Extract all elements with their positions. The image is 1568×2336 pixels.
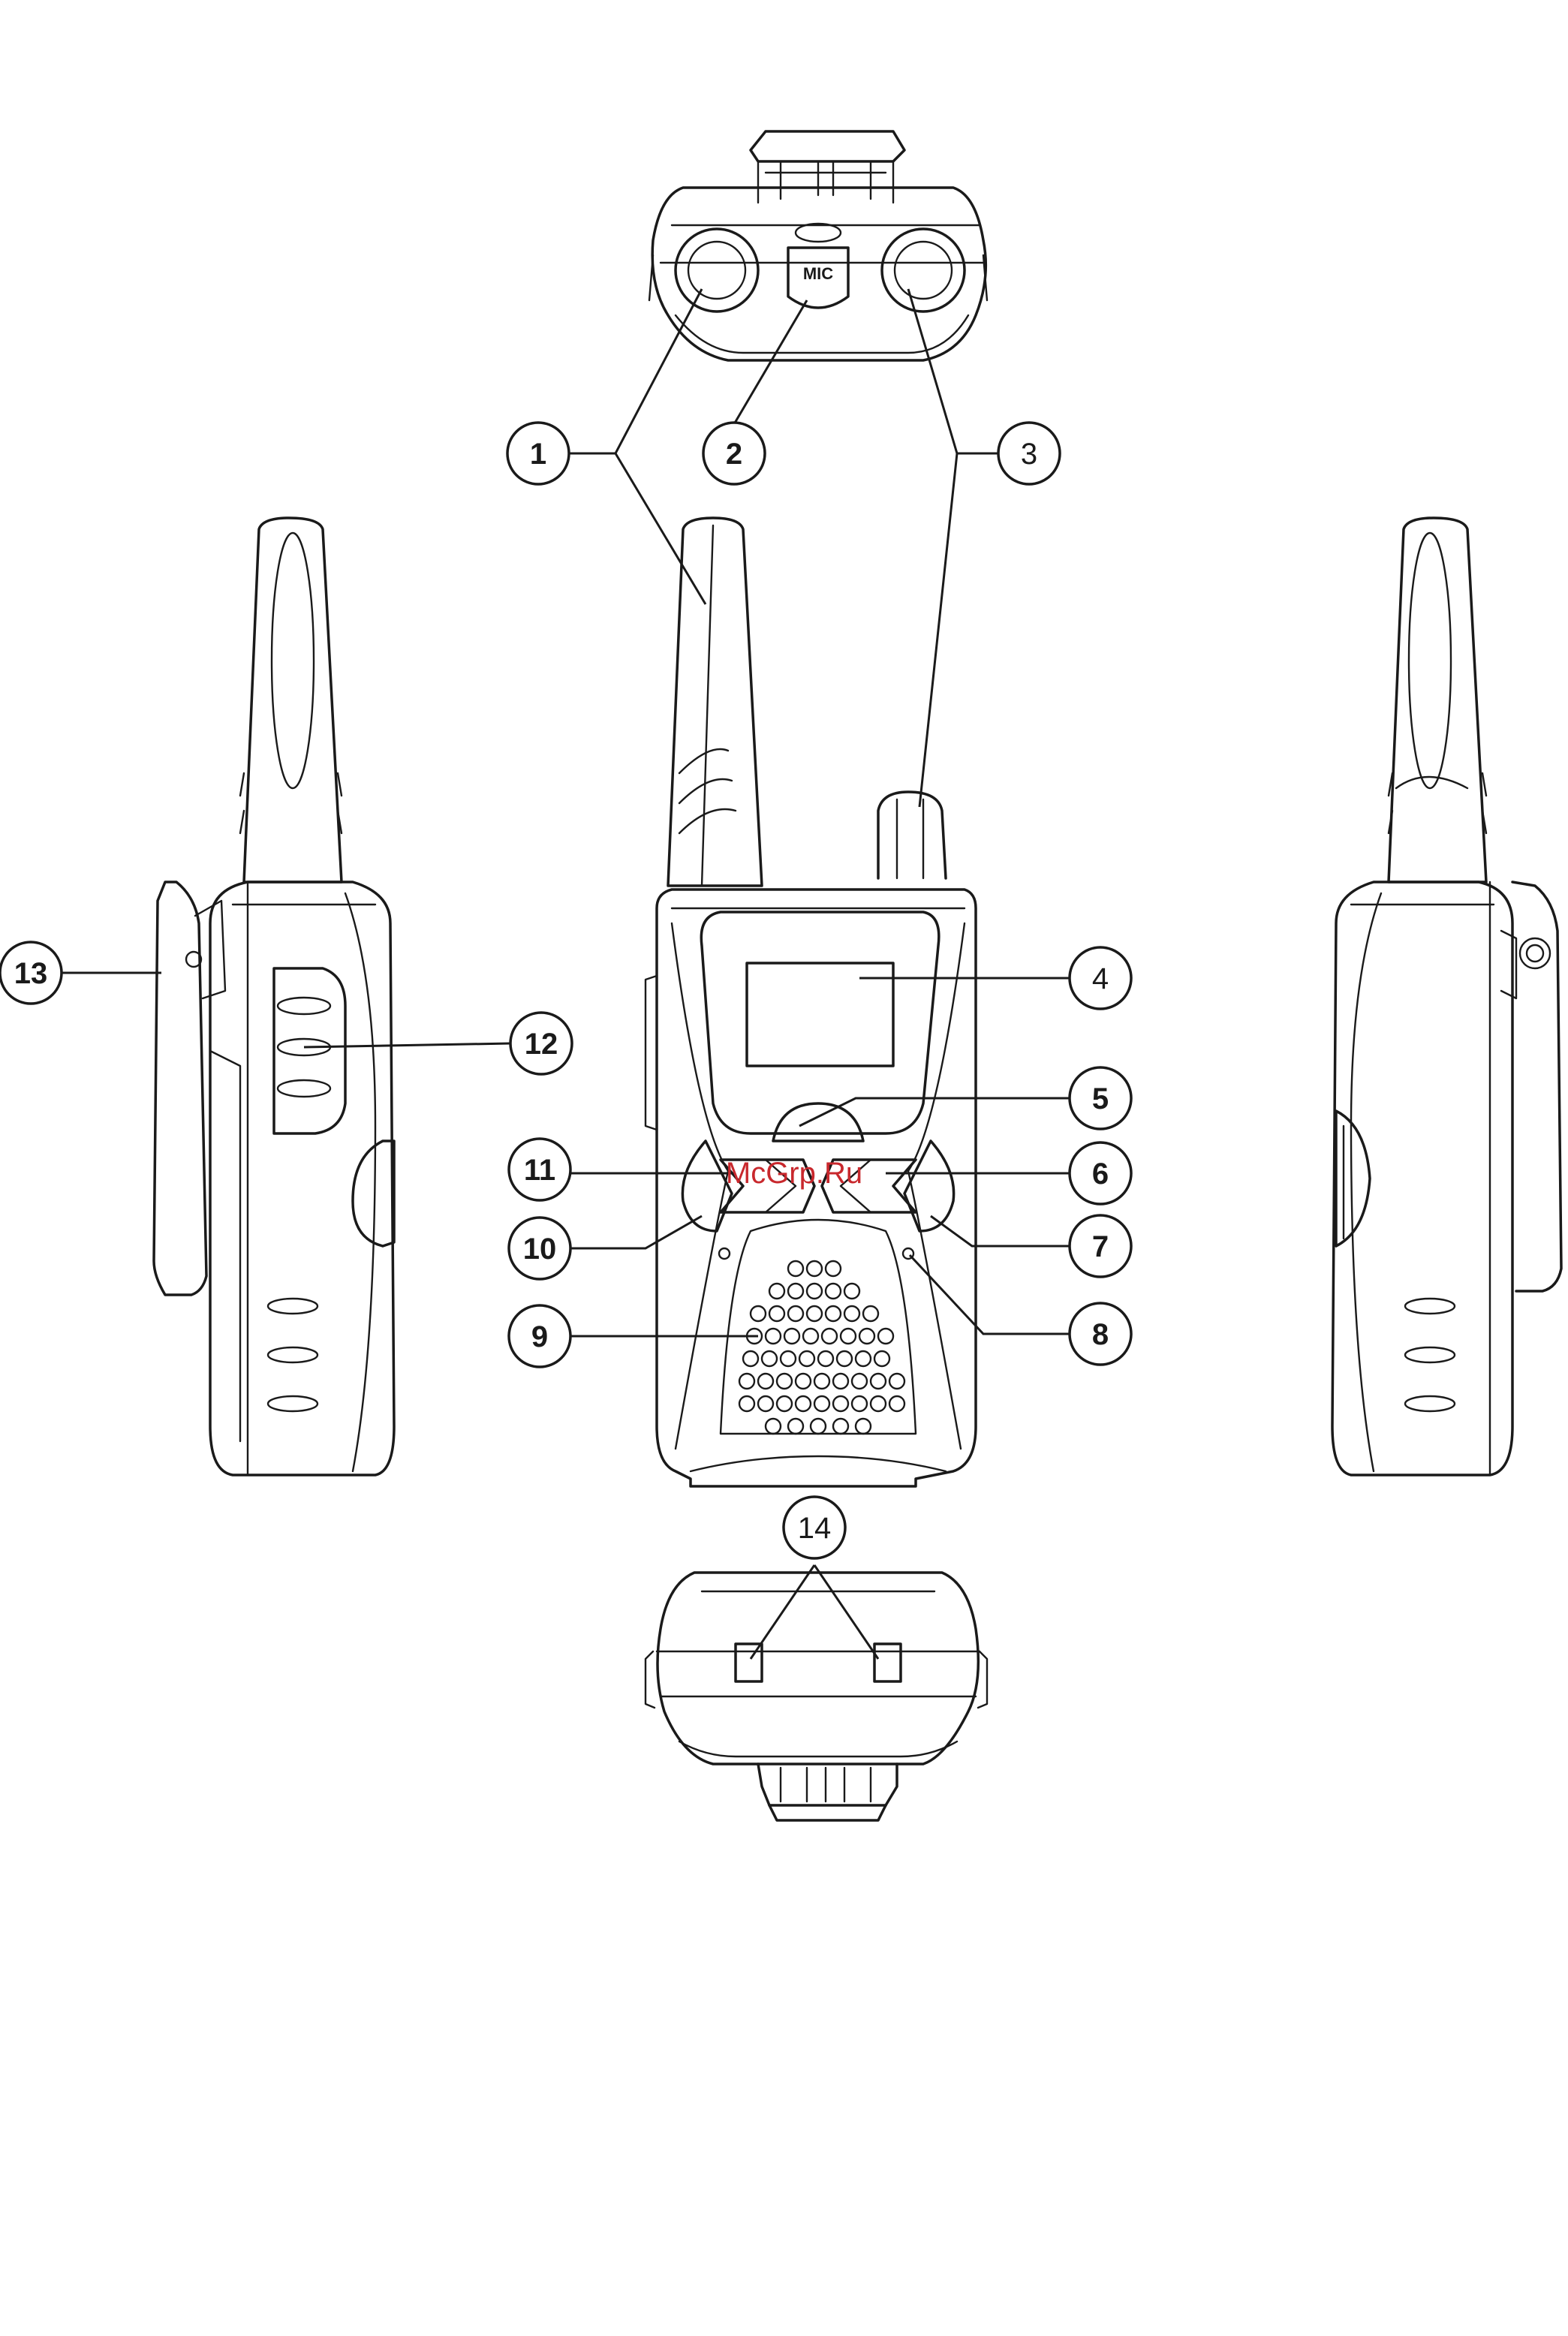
callout-4: 4 [1070, 947, 1131, 1009]
callout-7: 7 [1070, 1215, 1131, 1277]
callout-9-label: 9 [531, 1320, 548, 1353]
speaker-hole [766, 1329, 781, 1344]
speaker-hole [889, 1374, 904, 1389]
speaker-hole [874, 1351, 889, 1366]
speaker-hole [871, 1374, 886, 1389]
speaker-hole [852, 1396, 867, 1411]
speaker-hole [889, 1396, 904, 1411]
speaker-hole [837, 1351, 852, 1366]
callout-6: 6 [1070, 1142, 1131, 1204]
speaker-hole [814, 1396, 829, 1411]
speaker-hole [826, 1284, 841, 1299]
speaker-hole [781, 1351, 796, 1366]
speaker-hole [841, 1329, 856, 1344]
speaker-hole [871, 1396, 886, 1411]
callout-12: 12 [510, 1013, 572, 1074]
callout-8-label: 8 [1092, 1318, 1109, 1351]
speaker-hole [743, 1351, 758, 1366]
speaker-hole [751, 1306, 766, 1321]
callout-11-label: 11 [524, 1154, 555, 1187]
speaker-hole [856, 1419, 871, 1434]
speaker-hole [833, 1374, 848, 1389]
callout-13-label: 13 [14, 957, 48, 990]
bottom-view [646, 1573, 987, 1820]
speaker-hole [739, 1396, 754, 1411]
callout-6-label: 6 [1092, 1157, 1109, 1191]
speaker-hole [844, 1284, 859, 1299]
speaker-hole [818, 1351, 833, 1366]
speaker-hole [777, 1396, 792, 1411]
speaker-hole [788, 1261, 803, 1276]
speaker-hole [863, 1306, 878, 1321]
watermark-text: McGrp.Ru [726, 1157, 862, 1190]
speaker-hole [807, 1284, 822, 1299]
speaker-hole [807, 1306, 822, 1321]
speaker-hole [822, 1329, 837, 1344]
speaker-hole [762, 1351, 777, 1366]
speaker-hole [766, 1419, 781, 1434]
speaker-hole [788, 1419, 803, 1434]
callout-1: 1 [507, 423, 569, 484]
callout-5-label: 5 [1092, 1082, 1109, 1115]
right-side-view [1332, 518, 1561, 1475]
speaker-hole [844, 1306, 859, 1321]
speaker-hole [852, 1374, 867, 1389]
callout-7-label: 7 [1092, 1230, 1109, 1263]
mic-label: MIC [803, 264, 833, 283]
callout-10-label: 10 [523, 1233, 557, 1266]
speaker-hole [856, 1351, 871, 1366]
callout-14-label: 14 [798, 1512, 832, 1545]
speaker-hole [826, 1306, 841, 1321]
speaker-hole [826, 1261, 841, 1276]
speaker-hole [878, 1329, 893, 1344]
callout-10: 10 [509, 1218, 570, 1279]
speaker-hole [833, 1419, 848, 1434]
callout-3: 3 [998, 423, 1060, 484]
front-view [646, 518, 976, 1486]
left-side-view [154, 518, 394, 1475]
speaker-hole [758, 1374, 773, 1389]
callout-13: 13 [0, 942, 62, 1004]
callout-2: 2 [703, 423, 765, 484]
callout-12-label: 12 [525, 1028, 558, 1061]
callout-11: 11 [509, 1139, 570, 1200]
speaker-hole [788, 1284, 803, 1299]
speaker-hole [796, 1396, 811, 1411]
speaker-hole [814, 1374, 829, 1389]
callout-14: 14 [784, 1497, 845, 1558]
speaker-hole [784, 1329, 799, 1344]
speaker-grille [739, 1261, 904, 1434]
callout-9: 9 [509, 1305, 570, 1367]
speaker-hole [769, 1284, 784, 1299]
speaker-hole [739, 1374, 754, 1389]
speaker-hole [833, 1396, 848, 1411]
callout-4-label: 4 [1092, 962, 1109, 995]
speaker-hole [811, 1419, 826, 1434]
callout-8: 8 [1070, 1303, 1131, 1365]
speaker-hole [769, 1306, 784, 1321]
speaker-hole [758, 1396, 773, 1411]
callout-2-label: 2 [726, 438, 742, 471]
callout-5: 5 [1070, 1067, 1131, 1129]
callout-3-label: 3 [1021, 438, 1037, 471]
callout-1-label: 1 [530, 438, 546, 471]
speaker-hole [859, 1329, 874, 1344]
top-view: MIC [649, 131, 987, 360]
speaker-hole [799, 1351, 814, 1366]
speaker-hole [796, 1374, 811, 1389]
speaker-hole [807, 1261, 822, 1276]
speaker-hole [777, 1374, 792, 1389]
speaker-hole [803, 1329, 818, 1344]
speaker-hole [788, 1306, 803, 1321]
